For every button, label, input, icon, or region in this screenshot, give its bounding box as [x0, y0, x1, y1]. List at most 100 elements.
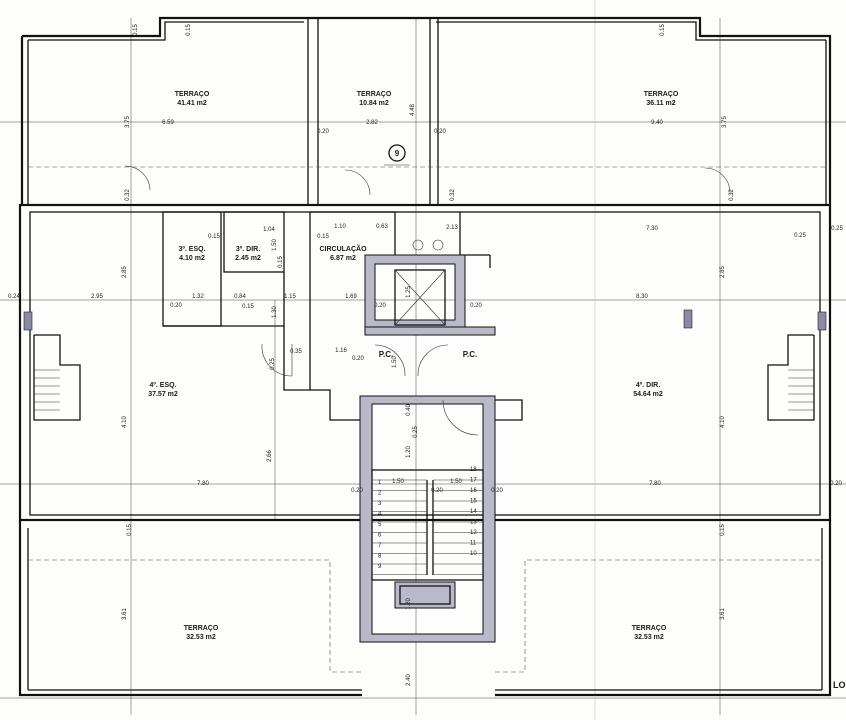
dim-label: 4.10	[720, 416, 726, 428]
dim-label: 0.32	[450, 189, 456, 201]
stair-step-number: 12	[470, 530, 477, 536]
dim-label: 4.10	[122, 416, 128, 428]
dim-label: 0.32	[125, 189, 131, 201]
dim-label: 1.50	[450, 479, 462, 485]
dim-label: 2.82	[366, 120, 378, 126]
stair-core	[359, 395, 496, 643]
dim-label: 0.25	[270, 358, 276, 370]
dim-label: 0.32	[729, 189, 735, 201]
dim-label: 0.15	[208, 234, 220, 240]
room-circulacao-name: CIRCULAÇÃO	[319, 244, 367, 253]
room-dir3-name: 3º. DIR.	[236, 246, 260, 253]
dim-label: 7.30	[646, 226, 658, 232]
stair-step-number: 6	[378, 533, 382, 539]
dim-label: 0.20	[170, 303, 182, 309]
dim-label: 0.25	[794, 233, 806, 239]
stair-step-number: 1	[378, 480, 382, 486]
dim-label: 0.15	[317, 234, 329, 240]
section-marker-label: 9	[395, 149, 400, 158]
room-esq4-area: 37.57 m2	[148, 391, 178, 398]
dim-label: 0.15	[133, 24, 139, 36]
stair-step-number: 11	[470, 541, 477, 547]
pillars	[23, 309, 827, 331]
dim-label: 0.84	[234, 294, 246, 300]
room-terraco-n-area: 10.84 m2	[359, 100, 389, 107]
dim-label: 0.20	[470, 303, 482, 309]
stair-step-number: 17	[470, 478, 477, 484]
dim-label: 4.48	[410, 104, 416, 116]
room-esq4-name: 4º. ESQ.	[149, 382, 176, 389]
dim-label: 0.15	[242, 304, 254, 310]
dim-label: 2.95	[91, 294, 103, 300]
dim-label: 1.25	[406, 286, 412, 298]
room-terraco-se-name: TERRAÇO	[632, 625, 667, 632]
corner-label: LO	[833, 680, 846, 690]
stair-step-number: 2	[378, 491, 382, 497]
dim-label: 0.20	[431, 488, 443, 494]
room-terraco-ne-area: 36.11 m2	[646, 100, 675, 107]
dim-label: 0.35	[290, 349, 302, 355]
dim-label: 0.15	[720, 524, 726, 536]
dim-label: 0.20	[491, 488, 503, 494]
room-terraco-sw-area: 32.53 m2	[186, 634, 216, 641]
dim-label: 2.40	[406, 674, 412, 686]
dim-label: 1.20	[406, 446, 412, 458]
room-circulacao-area: 6.87 m2	[330, 255, 356, 262]
dim-label: 1.50	[392, 356, 398, 368]
dim-label: 0.40	[406, 404, 412, 416]
dim-label: 1.10	[334, 224, 346, 230]
dim-label: 3.61	[720, 608, 726, 620]
dimension-labels: 6.59 2.82 9.40 0.20 0.20 1.04 0.15 0.15 …	[8, 24, 843, 686]
dim-label: 0.20	[374, 303, 386, 309]
dim-label: 0.24	[8, 294, 20, 300]
stair-step-number: 8	[378, 554, 382, 560]
dim-label: 0.63	[376, 224, 388, 230]
dim-label: 6.59	[162, 120, 174, 126]
dim-label: 0.20	[830, 481, 842, 487]
side-stairs	[33, 334, 815, 421]
dim-label: 9.40	[651, 120, 663, 126]
stair-step-number: 5	[378, 522, 382, 528]
room-terraco-sw-name: TERRAÇO	[184, 625, 219, 632]
dim-label: 3.75	[125, 116, 131, 128]
dim-label: 1.69	[345, 294, 357, 300]
room-terraco-nw-area: 41.41 m2	[177, 100, 207, 107]
dim-label: 1.30	[272, 306, 278, 318]
dim-label: 0.15	[186, 24, 192, 36]
room-terraco-ne-name: TERRAÇO	[644, 91, 679, 98]
room-terraco-se-area: 32.53 m2	[634, 634, 664, 641]
dim-label: 7.80	[197, 481, 209, 487]
dim-label: 7.80	[649, 481, 661, 487]
stair-step-number: 18	[470, 467, 477, 473]
pc-left-label: P.C.	[379, 350, 394, 359]
dim-label: 0.15	[127, 524, 133, 536]
door-swings	[124, 165, 731, 436]
stair-step-number: 4	[378, 512, 382, 518]
dim-label: 0.25	[831, 226, 843, 232]
building-outline	[18, 16, 832, 697]
stair-step-number: 15	[470, 499, 477, 505]
dim-label: 1.50	[272, 239, 278, 251]
stair-step-number: 16	[470, 488, 477, 494]
dim-label: 0.20	[352, 356, 364, 362]
dim-label: 2.13	[446, 225, 458, 231]
dim-label: 1.16	[335, 348, 347, 354]
dim-label: 0.15	[660, 24, 666, 36]
dim-label: 1.20	[406, 598, 412, 610]
dim-label: 1.50	[392, 479, 404, 485]
section-marker-circle	[388, 144, 406, 162]
dim-label: 0.20	[351, 488, 363, 494]
room-esq3-area: 4.10 m2	[179, 255, 205, 262]
room-dir3-area: 2.45 m2	[235, 255, 261, 262]
dim-label: 8.30	[636, 294, 648, 300]
interior-walls	[162, 211, 523, 421]
stair-step-number: 9	[378, 564, 382, 570]
room-esq3-name: 3º. ESQ.	[178, 246, 205, 253]
dim-label: 2.85	[720, 266, 726, 278]
dim-label: 2.85	[122, 266, 128, 278]
room-labels: TERRAÇO 41.41 m2 TERRAÇO 10.84 m2 TERRAÇ…	[148, 91, 679, 641]
stair-step-number: 7	[378, 543, 382, 549]
